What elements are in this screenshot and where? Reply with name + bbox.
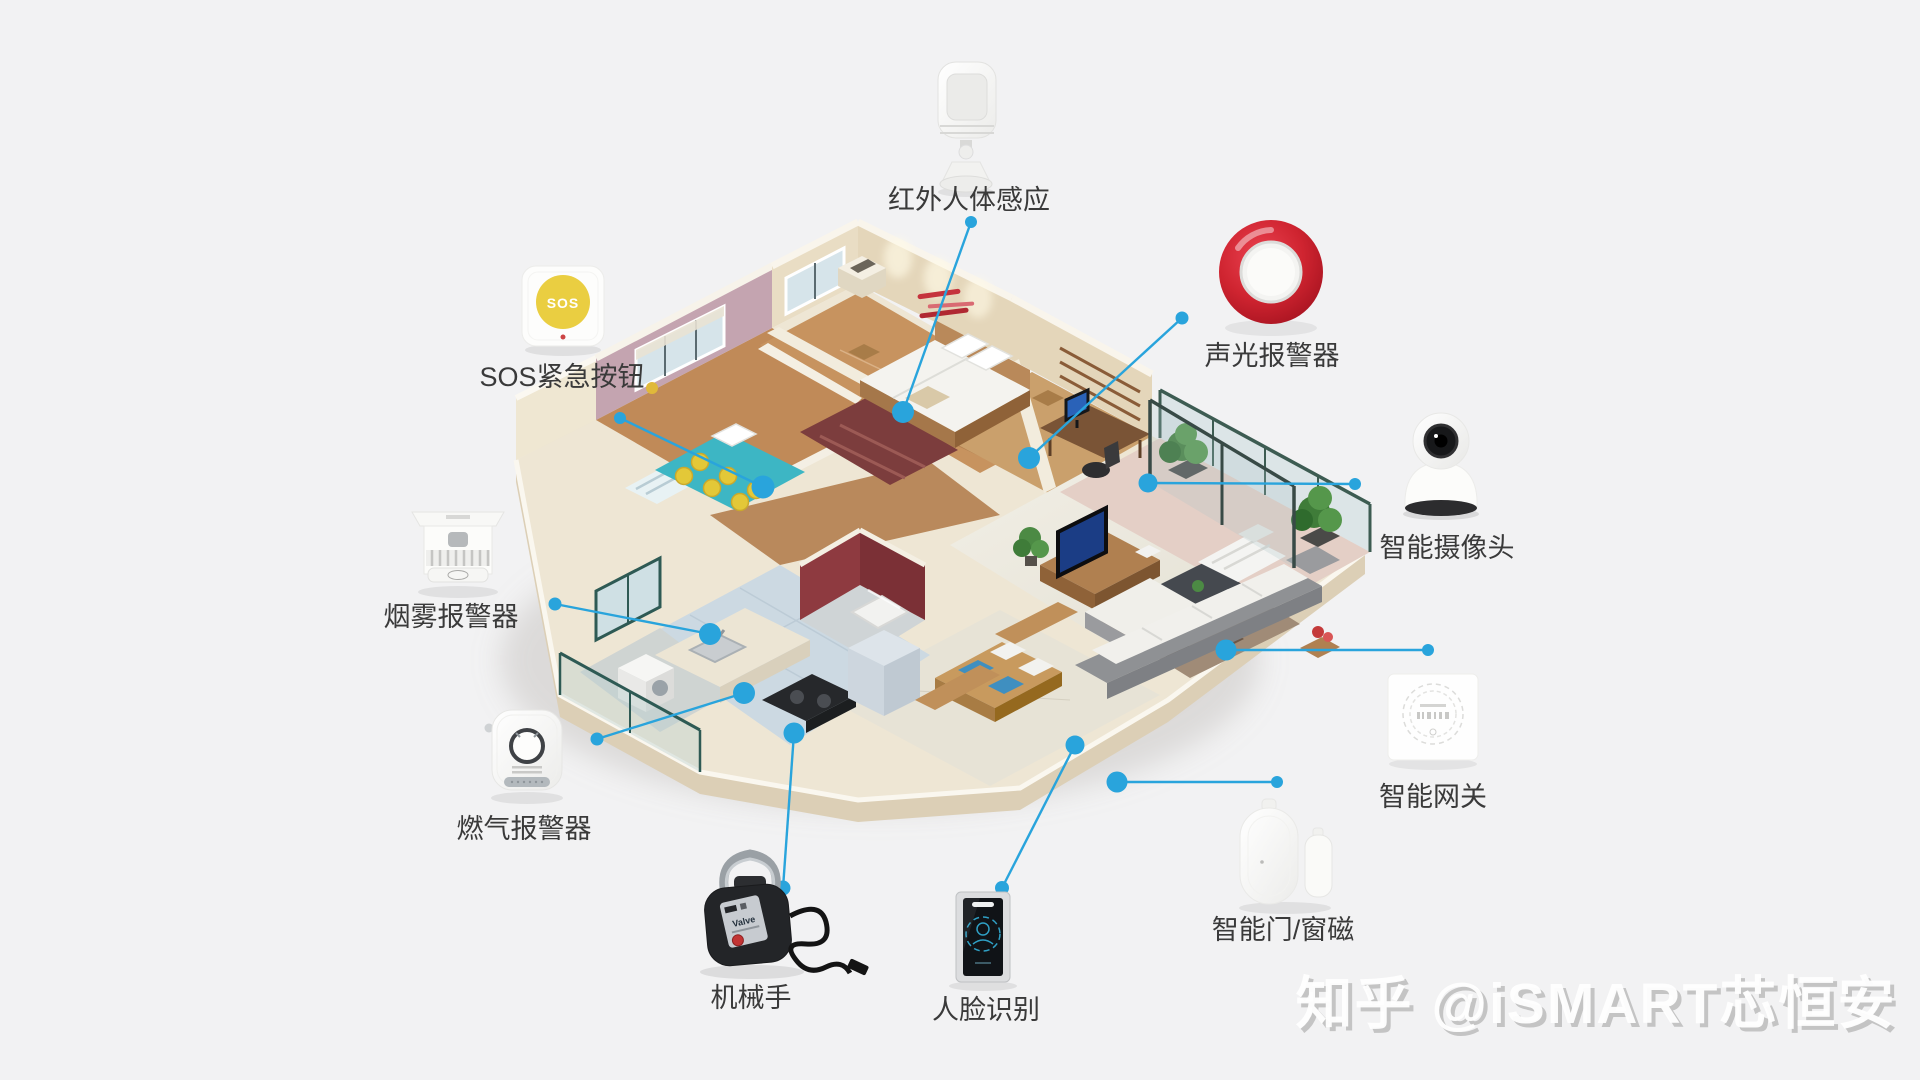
connector-dot <box>548 597 562 611</box>
connector-dot <box>1018 447 1040 469</box>
side-table-flowers <box>1300 626 1340 658</box>
gas-alarm-label: 燃气报警器 <box>457 814 592 844</box>
connector-dot <box>1349 478 1361 490</box>
sos-button-text: SOS <box>547 295 580 311</box>
connector-face <box>1000 744 1077 889</box>
tv-unit <box>1040 504 1161 610</box>
kitchen-fridge <box>848 630 920 716</box>
connector-dot <box>1271 776 1283 788</box>
pir-sensor-icon <box>937 61 997 197</box>
sos-button-label: SOS紧急按钮 <box>479 362 644 392</box>
kitchen-balcony-railing <box>558 651 702 772</box>
connector-lines <box>554 221 1428 889</box>
chimney <box>838 256 886 298</box>
gateway-icon <box>1387 673 1479 770</box>
connector-sos <box>619 416 764 489</box>
connector-dot <box>965 216 977 228</box>
watermark-text: 知乎 @iSMART芯恒安 <box>1296 972 1897 1036</box>
camera-icon <box>1403 412 1479 520</box>
connector-dot <box>590 732 604 746</box>
balcony-plant <box>1291 486 1342 547</box>
connector-dot <box>1138 473 1158 493</box>
dining-bench <box>995 602 1078 644</box>
balcony-plant <box>1159 423 1208 479</box>
watermark: 知乎 @iSMART芯恒安 知乎 @iSMART芯恒安 <box>1296 972 1901 1040</box>
connector-smoke <box>554 602 711 636</box>
washing-machine <box>618 654 674 712</box>
connector-dot <box>1065 735 1085 755</box>
watermark-shadow: 知乎 @iSMART芯恒安 <box>1300 976 1901 1040</box>
sofa <box>1075 546 1340 699</box>
connector-pir <box>901 221 973 413</box>
study-furniture <box>1040 387 1150 478</box>
connector-dot <box>1422 644 1434 656</box>
office-chair <box>1082 441 1120 478</box>
siren-label: 声光报警器 <box>1205 341 1340 371</box>
kitchen-cooktop <box>762 674 856 721</box>
connector-dot <box>1106 771 1128 793</box>
nightstand <box>1032 390 1064 406</box>
smoke-alarm-icon <box>411 511 505 598</box>
gas-alarm-icon <box>484 709 563 804</box>
manipulator-icon: Valve <box>700 849 869 979</box>
face-recognition-icon <box>949 891 1017 991</box>
dining-set <box>915 602 1078 722</box>
bathroom-wall-red-left <box>800 530 860 620</box>
connector-dot <box>1215 639 1237 661</box>
connector-dot <box>699 623 721 645</box>
wall-artwork-red <box>917 288 975 319</box>
hallway-floor <box>710 462 1000 565</box>
connector-siren <box>1028 317 1183 459</box>
walls <box>514 218 1154 460</box>
manipulator-label: 机械手 <box>711 983 792 1013</box>
study-wall-ne <box>1012 298 1152 436</box>
sos-button-icon: SOS <box>521 265 605 356</box>
connector-hand <box>781 732 796 889</box>
connector-gas <box>596 691 745 741</box>
door-window-sensor-icon <box>1239 798 1333 914</box>
pir-sensor-label: 红外人体感应 <box>888 185 1050 215</box>
face-recognition-label: 人脸识别 <box>932 995 1040 1025</box>
plant-indoor <box>1013 527 1049 566</box>
west-wall <box>516 358 596 460</box>
camera-label: 智能摄像头 <box>1380 533 1515 563</box>
door-window-sensor-label: 智能门/窗磁 <box>1212 915 1355 945</box>
connector-camera <box>1147 481 1356 486</box>
connector-dot <box>733 682 755 704</box>
siren-icon <box>1219 220 1323 336</box>
connector-dot <box>751 475 775 499</box>
connector-dot <box>892 401 914 423</box>
tv-screen <box>1056 504 1108 580</box>
nightstand <box>848 344 880 360</box>
living-room-furniture <box>1013 504 1340 699</box>
gateway-label: 智能网关 <box>1379 782 1487 812</box>
toy-on-sill <box>646 382 658 394</box>
dining-bench <box>915 665 1000 710</box>
lounge-chair <box>1198 524 1286 582</box>
computer-monitor <box>1064 387 1090 428</box>
bathroom-wall-red-right <box>860 530 925 620</box>
connector-dot <box>614 412 626 424</box>
connector-dot <box>783 722 805 744</box>
connector-dot <box>1175 311 1189 325</box>
smoke-alarm-label: 烟雾报警器 <box>384 602 519 632</box>
